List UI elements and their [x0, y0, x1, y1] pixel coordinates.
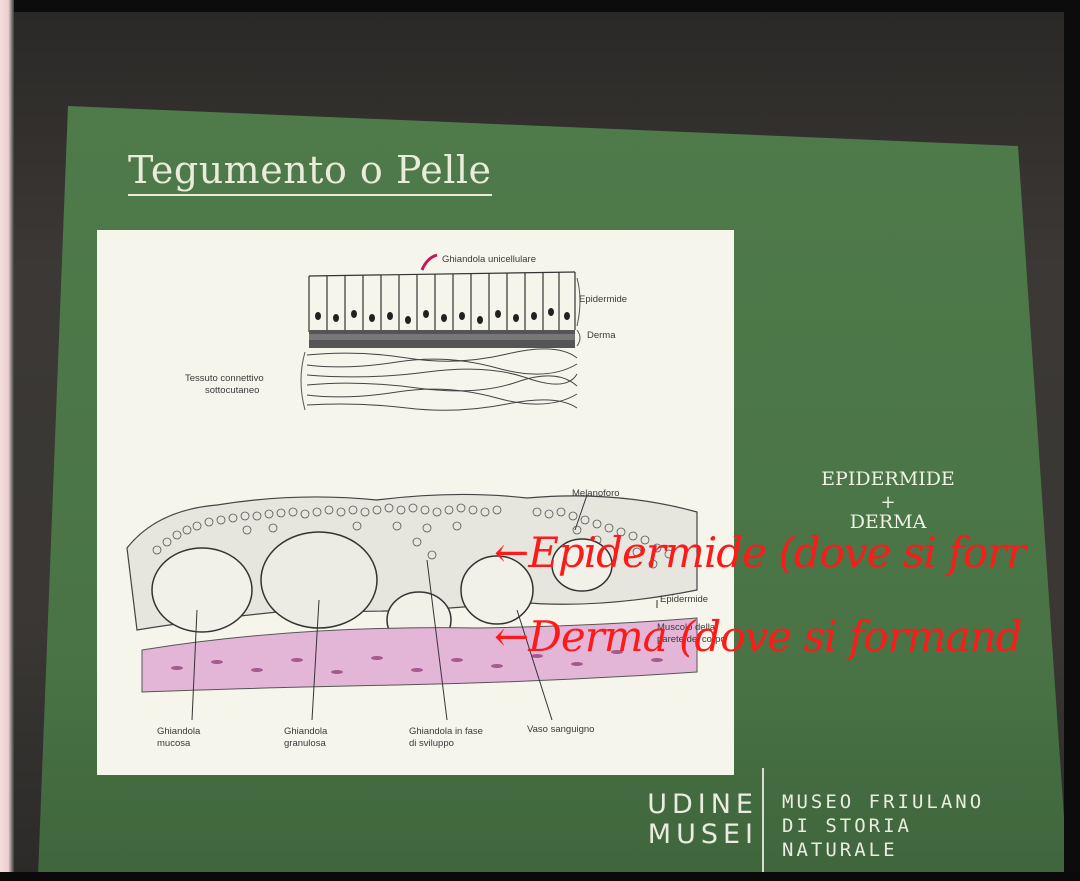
label-epidermide-top: Epidermide — [579, 294, 627, 305]
skin-illustration — [97, 230, 734, 775]
udine-musei-logo: UDINE MUSEI — [618, 790, 758, 850]
side-epidermide: EPIDERMIDE — [808, 468, 968, 490]
label-vaso-sanguigno: Vaso sanguigno — [527, 724, 594, 735]
label-epidermide-bottom: Epidermide — [660, 594, 708, 605]
label-sottocutaneo: sottocutaneo — [205, 385, 259, 396]
logo-museo-line1: MUSEO FRIULANO — [782, 790, 984, 814]
label-mucosa-line1: Ghiandola — [157, 726, 200, 737]
label-granulosa-line1: Ghiandola — [284, 726, 327, 737]
photo-bottom-edge — [0, 872, 1080, 881]
connective-tissue — [307, 349, 577, 410]
annotation-derma: ←Derma (dove si formand — [494, 612, 1022, 661]
top-nuclei — [315, 308, 570, 324]
slide-title: Tegumento o Pelle — [128, 148, 492, 196]
label-mucosa-line2: mucosa — [157, 738, 190, 749]
photo-left-edge — [0, 0, 14, 881]
photo-right-edge — [1064, 0, 1080, 881]
epidermide-plus-derma: EPIDERMIDE + DERMA — [808, 468, 968, 533]
side-plus: + — [808, 492, 968, 513]
logo-divider — [762, 768, 764, 872]
logo-museo-line3: NATURALE — [782, 838, 984, 862]
label-sviluppo-line2: di sviluppo — [409, 738, 454, 749]
label-tessuto-connettivo: Tessuto connettivo — [185, 373, 264, 384]
logo-museo-line2: DI STORIA — [782, 814, 984, 838]
logo-udine-text: UDINE — [618, 790, 758, 820]
label-sviluppo-line1: Ghiandola in fase — [409, 726, 483, 737]
label-ghiandola-unicellulare: Ghiandola unicellulare — [442, 254, 536, 265]
photo-top-edge — [0, 0, 1080, 12]
label-granulosa-line2: granulosa — [284, 738, 326, 749]
anatomy-figure: Ghiandola unicellulare Epidermide Derma … — [97, 230, 734, 775]
logo-musei-text: MUSEI — [618, 820, 758, 850]
museo-friulano-logo: MUSEO FRIULANO DI STORIA NATURALE — [782, 790, 984, 862]
annotation-epidermide: ←Epidermide (dove si forr — [494, 528, 1025, 577]
label-melanoforo: Melanoforo — [572, 488, 620, 499]
top-epidermis-cells — [309, 272, 575, 332]
label-derma-top: Derma — [587, 330, 616, 341]
